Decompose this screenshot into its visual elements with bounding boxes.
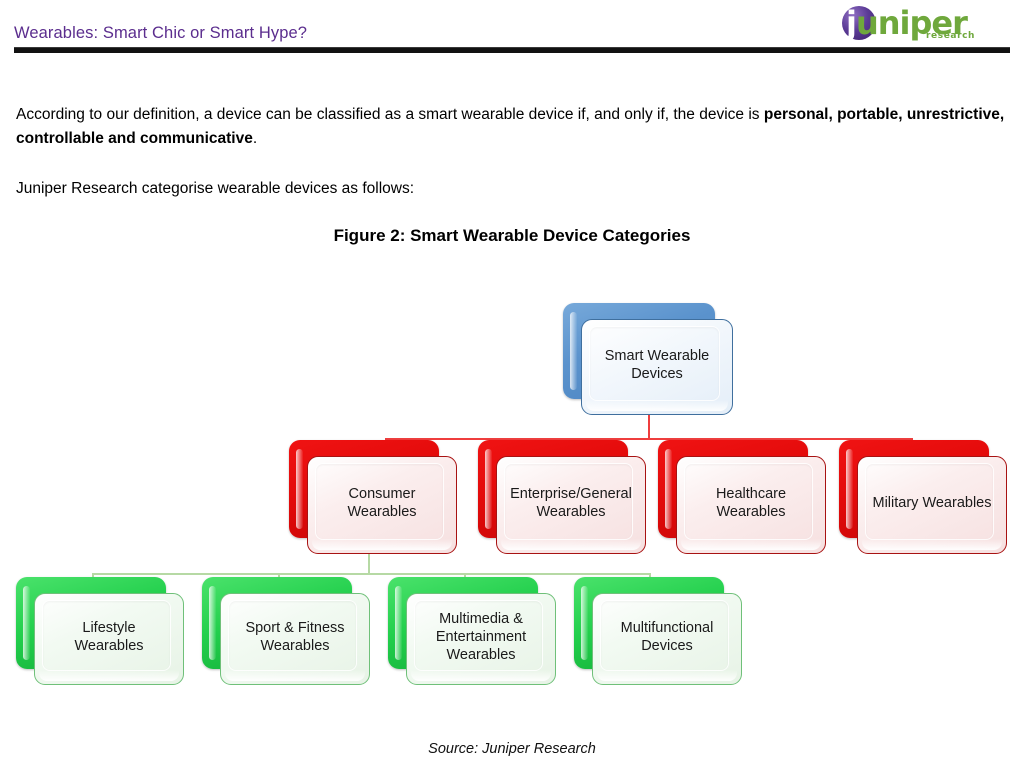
lead-in-paragraph: Juniper Research categorise wearable dev…	[16, 180, 415, 197]
node-label-line-1: Lifestyle	[82, 620, 136, 636]
node-label-line-1: Enterprise/General	[510, 486, 632, 502]
node-label-line-1: Multifunctional	[620, 620, 714, 636]
node-consumer-wearables[interactable]: Consumer Wearables	[289, 440, 457, 554]
node-label-line-2: Entertainment	[435, 629, 527, 645]
node-label-line-2: Devices	[631, 366, 683, 382]
logo-wordmark: juniper	[846, 3, 968, 43]
node-label: Smart Wearable Devices	[605, 347, 710, 383]
node-label: Military Wearables	[873, 494, 992, 512]
logo-letter-j: j	[846, 4, 857, 42]
source-caption: Source: Juniper Research	[428, 741, 596, 757]
intro-paragraph-tail: .	[252, 130, 258, 147]
node-label: Consumer Wearables	[347, 485, 416, 521]
node-label-line-1: Multimedia &	[439, 611, 523, 627]
node-multimedia-entertainment-wearables[interactable]: Multimedia & Entertainment Wearables	[388, 577, 556, 685]
intro-paragraph: According to our definition, a device ca…	[16, 103, 1011, 151]
node-face: Lifestyle Wearables	[34, 593, 184, 685]
page-title: Wearables: Smart Chic or Smart Hype?	[14, 24, 308, 42]
node-label: Lifestyle Wearables	[74, 619, 143, 655]
page-header: Wearables: Smart Chic or Smart Hype? jun…	[0, 0, 1024, 56]
node-label-line-1: Smart Wearable	[604, 348, 710, 364]
node-label-line-2: Wearables	[347, 504, 417, 520]
node-face: Smart Wearable Devices	[581, 319, 733, 415]
connector-consumer-stem	[368, 550, 370, 574]
logo-word-rest: uniper	[855, 4, 968, 42]
node-face: Enterprise/General Wearables	[496, 456, 646, 554]
node-label-line-2: Wearables	[716, 504, 786, 520]
node-face: Consumer Wearables	[307, 456, 457, 554]
connector-green-bus	[92, 573, 651, 575]
node-face: Multifunctional Devices	[592, 593, 742, 685]
node-label-line-1: Sport & Fitness	[245, 620, 345, 636]
node-label-line-1: Military Wearables	[872, 495, 992, 511]
node-face: Military Wearables	[857, 456, 1007, 554]
node-healthcare-wearables[interactable]: Healthcare Wearables	[658, 440, 826, 554]
node-face: Multimedia & Entertainment Wearables	[406, 593, 556, 685]
node-military-wearables[interactable]: Military Wearables	[839, 440, 1007, 554]
node-label-line-2: Wearables	[74, 638, 144, 654]
connector-root-stem	[648, 415, 650, 439]
node-label: Healthcare Wearables	[716, 485, 786, 521]
node-label: Multifunctional Devices	[621, 619, 714, 655]
node-face: Healthcare Wearables	[676, 456, 826, 554]
figure-title: Figure 2: Smart Wearable Device Categori…	[333, 226, 691, 245]
node-enterprise-general-wearables[interactable]: Enterprise/General Wearables	[478, 440, 646, 554]
intro-paragraph-emphasis: personal, portable, unrestrictive, contr…	[16, 106, 1005, 147]
node-label: Multimedia & Entertainment Wearables	[436, 610, 526, 664]
node-label-line-1: Consumer	[348, 486, 416, 502]
logo-orb-icon	[842, 6, 876, 40]
connector-red-bus	[385, 438, 913, 440]
header-divider	[14, 47, 1010, 53]
juniper-research-logo: juniper research	[838, 2, 988, 46]
node-smart-wearable-devices[interactable]: Smart Wearable Devices	[563, 303, 733, 415]
node-sport-fitness-wearables[interactable]: Sport & Fitness Wearables	[202, 577, 370, 685]
hierarchy-diagram: Smart Wearable Devices Consumer Wearable…	[0, 280, 1024, 720]
node-label: Enterprise/General Wearables	[510, 485, 632, 521]
node-label-line-1: Healthcare	[715, 486, 787, 502]
node-label-line-3: Wearables	[446, 647, 516, 663]
node-label-line-2: Devices	[641, 638, 693, 654]
intro-paragraph-lead: According to our definition, a device ca…	[16, 106, 764, 123]
logo-subtitle: research	[926, 31, 976, 41]
node-multifunctional-devices[interactable]: Multifunctional Devices	[574, 577, 742, 685]
node-lifestyle-wearables[interactable]: Lifestyle Wearables	[16, 577, 184, 685]
node-face: Sport & Fitness Wearables	[220, 593, 370, 685]
node-label-line-2: Wearables	[536, 504, 606, 520]
node-label-line-2: Wearables	[260, 638, 330, 654]
node-label: Sport & Fitness Wearables	[245, 619, 344, 655]
